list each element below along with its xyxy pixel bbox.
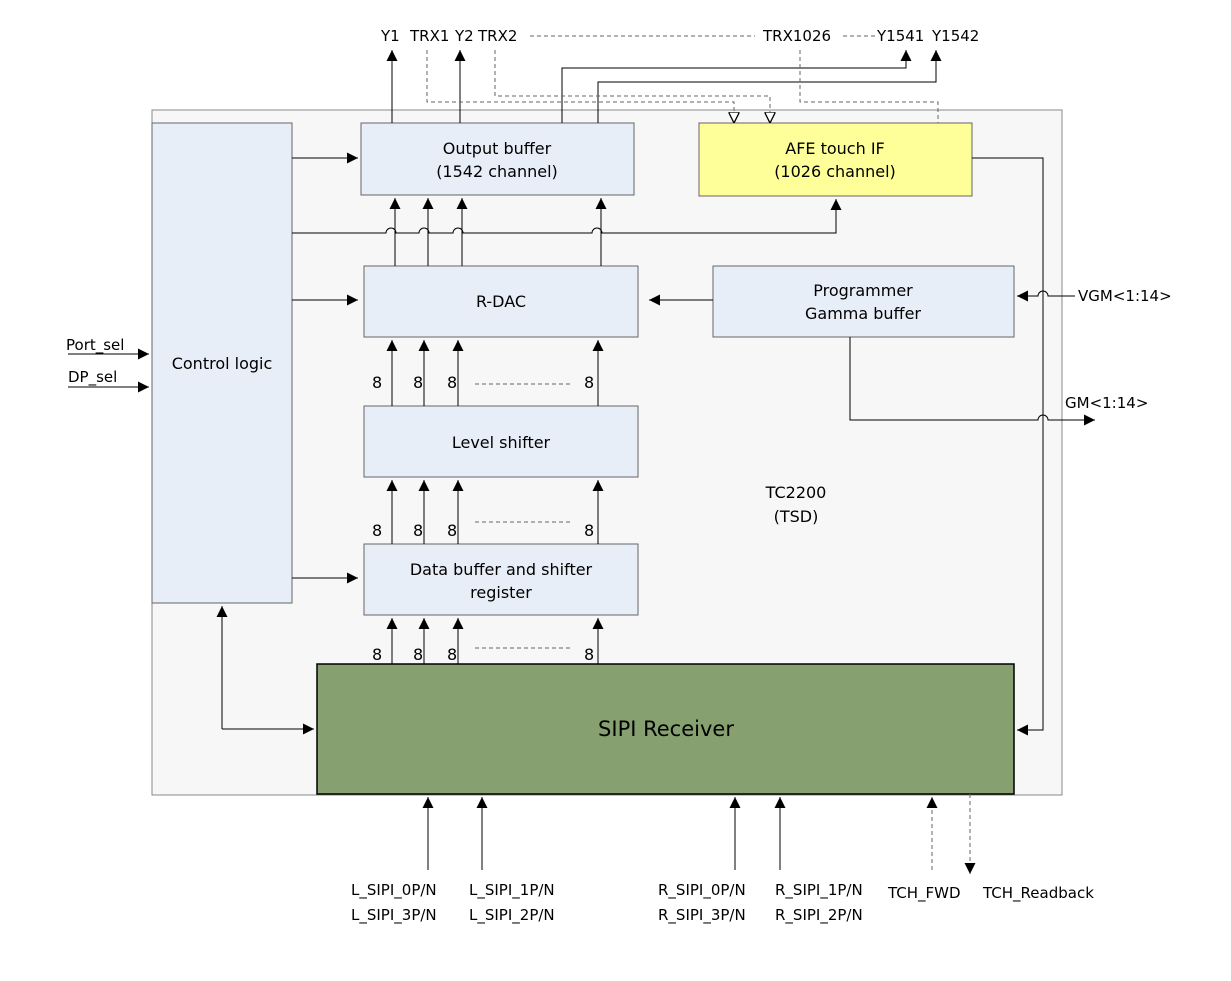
bus-width-label: 8 (584, 645, 594, 664)
r-sipi-1-label: R_SIPI_1P/N (775, 881, 863, 900)
output-buffer-block (360, 122, 635, 196)
chip-subname: (TSD) (774, 507, 819, 526)
data-buffer-label-line1: Data buffer and shifter (410, 560, 593, 579)
bus-width-label: 8 (372, 521, 382, 540)
gamma-buffer-block (712, 265, 1015, 338)
trx2-label: TRX2 (477, 27, 517, 45)
bus-width-label: 8 (447, 373, 457, 392)
gamma-label-line2: Gamma buffer (805, 304, 921, 323)
bus-width-label: 8 (447, 645, 457, 664)
data-buffer-label-line2: register (470, 583, 532, 602)
bus-width-label: 8 (447, 521, 457, 540)
y2-label: Y2 (454, 27, 474, 45)
output-buffer-label: Output buffer (443, 139, 552, 158)
l-sipi-0-label: L_SIPI_0P/N (351, 881, 437, 900)
sipi-receiver-block (316, 663, 1015, 795)
bus-width-label: 8 (584, 521, 594, 540)
y1542-label: Y1542 (931, 27, 979, 45)
y1542-output-line (597, 50, 942, 123)
afe-to-sipi-line (972, 157, 1044, 736)
afe-touch-block (698, 122, 973, 197)
y1541-label: Y1541 (876, 27, 924, 45)
control-logic-block (151, 122, 293, 604)
tch-readback-label: TCH_Readback (982, 884, 1094, 903)
bus-width-label: 8 (413, 521, 423, 540)
trx2-dashed-line (494, 50, 770, 123)
bus-width-label: 8 (413, 373, 423, 392)
control-logic-label: Control logic (172, 354, 273, 373)
sipi-receiver-label: SIPI Receiver (598, 717, 734, 741)
tch-fwd-label: TCH_FWD (887, 884, 961, 903)
output-buffer-channels: (1542 channel) (436, 162, 558, 181)
rdac-block (363, 265, 639, 338)
l-sipi-2-label: L_SIPI_2P/N (469, 906, 555, 925)
data-buffer-block (363, 543, 639, 616)
l-sipi-3-label: L_SIPI_3P/N (351, 906, 437, 925)
rdac-label: R-DAC (476, 292, 526, 311)
gm-output-arrow (849, 337, 1095, 426)
trx1026-dashed-line (799, 50, 939, 123)
level-shifter-label: Level shifter (452, 433, 551, 452)
afe-touch-channels: (1026 channel) (774, 162, 896, 181)
vgm-label: VGM<1:14> (1078, 287, 1172, 305)
level-shifter-block (363, 405, 639, 478)
chip-name: TC2200 (765, 483, 827, 502)
r-sipi-2-label: R_SIPI_2P/N (775, 906, 863, 925)
afe-touch-label: AFE touch IF (785, 139, 885, 158)
ctrl-to-afe-line (292, 199, 842, 234)
port-sel-label: Port_sel (66, 336, 124, 355)
y1-label: Y1 (380, 27, 400, 45)
gamma-label-line1: Programmer (813, 281, 913, 300)
gm-label: GM<1:14> (1065, 394, 1148, 412)
bus-width-label: 8 (584, 373, 594, 392)
bus-width-label: 8 (372, 373, 382, 392)
dp-sel-label: DP_sel (68, 368, 117, 387)
r-sipi-3-label: R_SIPI_3P/N (658, 906, 746, 925)
trx1-dashed-line (426, 50, 734, 123)
l-sipi-1-label: L_SIPI_1P/N (469, 881, 555, 900)
trx1-label: TRX1 (409, 27, 449, 45)
bus-width-label: 8 (372, 645, 382, 664)
r-sipi-0-label: R_SIPI_0P/N (658, 881, 746, 900)
bus-width-label: 8 (413, 645, 423, 664)
trx1026-label: TRX1026 (762, 27, 831, 45)
